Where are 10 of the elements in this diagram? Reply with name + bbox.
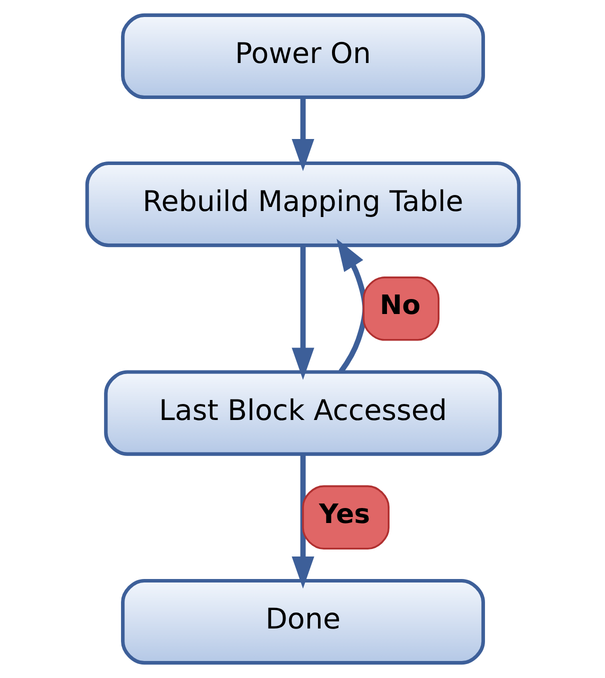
- node-box: Power On: [120, 13, 484, 100]
- node-box: Last Block Accessed: [104, 370, 502, 456]
- arrow: [291, 98, 314, 172]
- node-box: Rebuild Mapping Table: [84, 162, 520, 248]
- arrow: [336, 238, 368, 374]
- edge-label: No: [379, 290, 420, 322]
- edge-label: Yes: [318, 498, 370, 530]
- arrow: [291, 454, 314, 589]
- arrow: [291, 246, 314, 380]
- node-box: Done: [120, 578, 484, 665]
